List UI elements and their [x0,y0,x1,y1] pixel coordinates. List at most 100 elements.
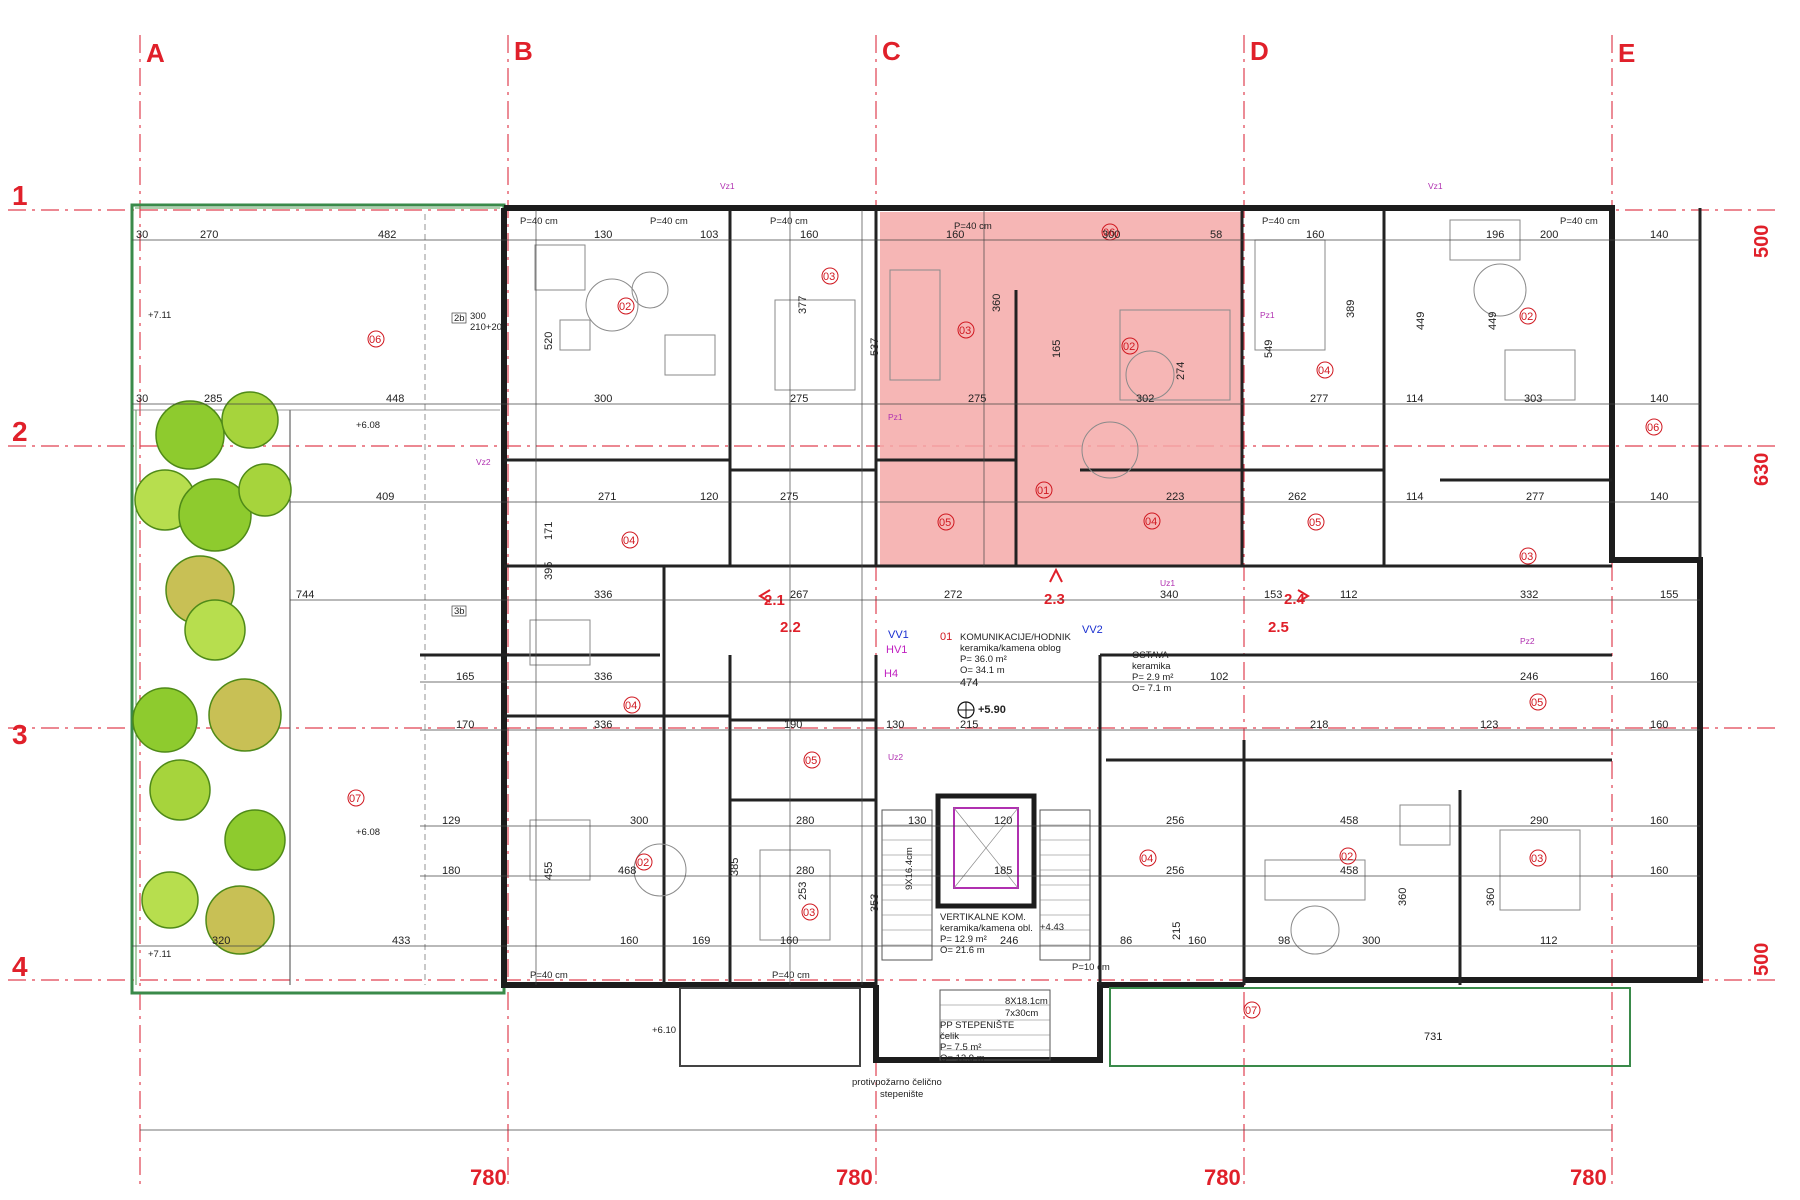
dim-row3-4: 223 [1166,491,1184,503]
dim-low-13: 256 [1166,865,1184,877]
section-arrow-icon [1049,567,1063,583]
window-tag-8: P=40 cm [772,970,810,981]
dim-top-11: 200 [1540,229,1558,241]
terrace-label-07: 07 [349,793,361,805]
bay-width-de: 780 [1570,1165,1607,1190]
dim-top-5: 160 [800,229,818,241]
dim-bot-10: 112 [1540,935,1558,947]
dim-mid-5: 160 [1650,671,1668,683]
dim-row2-0: 30 [136,393,148,405]
stair-area: P= 7.5 m² [940,1042,981,1053]
stair-steps-a: 9X16.4cm [904,847,915,890]
interior-walls [420,210,1612,985]
dim-low-5: 256 [1166,815,1184,827]
vdim-14: 449 [1487,312,1499,330]
balconies [679,987,1631,1067]
dim-bot-6: 86 [1120,935,1132,947]
room-id-a2-04: 04 [623,535,635,547]
dimension-strings: 30 270 482 130 103 160 160 300 58 160 19… [132,229,1700,1043]
dim-low-8: 160 [1650,815,1668,827]
window-tag-2: P=40 cm [650,216,688,227]
corridor-perimeter: O= 34.1 m [960,665,1005,676]
section-2-2: 2.2 [780,619,801,636]
dim-row2-6: 302 [1136,393,1154,405]
staircase [881,809,1091,1061]
dim-row3-7: 277 [1526,491,1544,503]
dim-row2-9: 303 [1524,393,1542,405]
grid-label-3: 3 [12,719,28,750]
row-height-2-3: 630 [1751,453,1773,486]
dim-row3-0: 409 [376,491,394,503]
bay-width-ab: 780 [470,1165,507,1190]
tag-pz2: Pz2 [1520,636,1535,646]
terrace-label-06: 06 [369,334,381,346]
vdim-12: 389 [1345,300,1357,318]
vdim-4: 377 [797,296,809,314]
tag-pz1-2: Pz1 [1260,310,1275,320]
tree-planting [132,391,292,955]
section-2-5: 2.5 [1268,619,1289,636]
dim-top-12: 140 [1650,229,1668,241]
landing-level: +4.43 [1040,922,1064,933]
opening-tags: P=40 cm P=40 cm P=40 cm P=40 cm P=40 cm … [451,181,1598,981]
stair-note-1: protivpožarno čelično [852,1077,942,1088]
vdim-16: 215 [1171,922,1183,940]
dim-row2-7: 277 [1310,393,1328,405]
dim-row2-10: 140 [1650,393,1668,405]
vdim-1: 171 [543,522,555,540]
window-tag-7: P=40 cm [530,970,568,981]
dim-row2-3: 300 [594,393,612,405]
dim-low-3: 130 [908,815,926,827]
corridor-info: 01 KOMUNIKACIJE/HODNIK keramika/kamena o… [940,631,1072,676]
dim-top-0: 30 [136,229,148,241]
door-tag-2b: 2b [454,313,465,324]
room-id-e2-06: 06 [1647,422,1659,434]
dim-row2-4: 275 [790,393,808,405]
stair-info: PP STEPENIŠTE čelik P= 7.5 m² O= 12.9 m … [852,847,1048,1100]
section-2-4: 2.4 [1284,591,1306,608]
stair-steps-b: 8X18.1cm [1005,996,1048,1007]
dim-bot-3: 169 [692,935,710,947]
room-id-b1-03: 03 [823,271,835,283]
vertical-dimensions: 520 171 395 455 377 253 537 353 360 165 … [535,210,1499,985]
tag-uz2: Uz2 [888,752,903,762]
dim-low-2: 280 [796,815,814,827]
dim-row3-6: 114 [1406,491,1424,503]
vdim-13: 449 [1415,312,1427,330]
section-arrow-icon-2 [758,589,771,603]
door-size-a: 300 [470,311,486,322]
section-2-3: 2.3 [1044,591,1065,608]
bay-dimensions: 780 780 780 780 [140,1129,1612,1190]
dim-mid-0: 165 [456,671,474,683]
terrace-level-2: +6.08 [356,827,380,838]
dim-low-0: 129 [442,815,460,827]
highlighted-apartment [880,212,1242,566]
dim-corr-2: 267 [790,589,808,601]
dim-top-10: 196 [1486,229,1504,241]
dim-low-11: 280 [796,865,814,877]
dim-low-9: 180 [442,865,460,877]
dim-top-8: 58 [1210,229,1222,241]
storage-info: OSTAVA keramika P= 2.9 m² O= 7.1 m [1132,650,1173,694]
vdim-5: 253 [797,882,809,900]
room-id-c1-03: 03 [959,325,971,337]
vv1-label: VV1 [888,629,909,641]
window-tag-3: P=40 cm [770,216,808,227]
dim-top-9: 160 [1306,229,1324,241]
bay-width-bc: 780 [836,1165,873,1190]
tag-vz1-2: Vz1 [1428,181,1443,191]
dim-low-10: 468 [618,865,636,877]
vdim-2: 395 [543,562,555,580]
room-id-c4-04: 04 [1141,853,1153,865]
grid-label-b: B [514,36,533,66]
section-markers: 2.1 2.2 2.3 2.4 2.5 [764,591,1306,636]
dim-low-15: 160 [1650,865,1668,877]
dim-bot-8: 98 [1278,935,1290,947]
terrace-level-3: +7.11 [148,310,171,321]
dim-mid-1: 336 [594,671,612,683]
dim-bot-4: 160 [780,935,798,947]
room-id-a1-02: 02 [619,301,631,313]
dim-mid-2: 474 [960,677,978,689]
corridor-finish: keramika/kamena oblog [960,643,1061,654]
vdim-3: 455 [543,862,555,880]
